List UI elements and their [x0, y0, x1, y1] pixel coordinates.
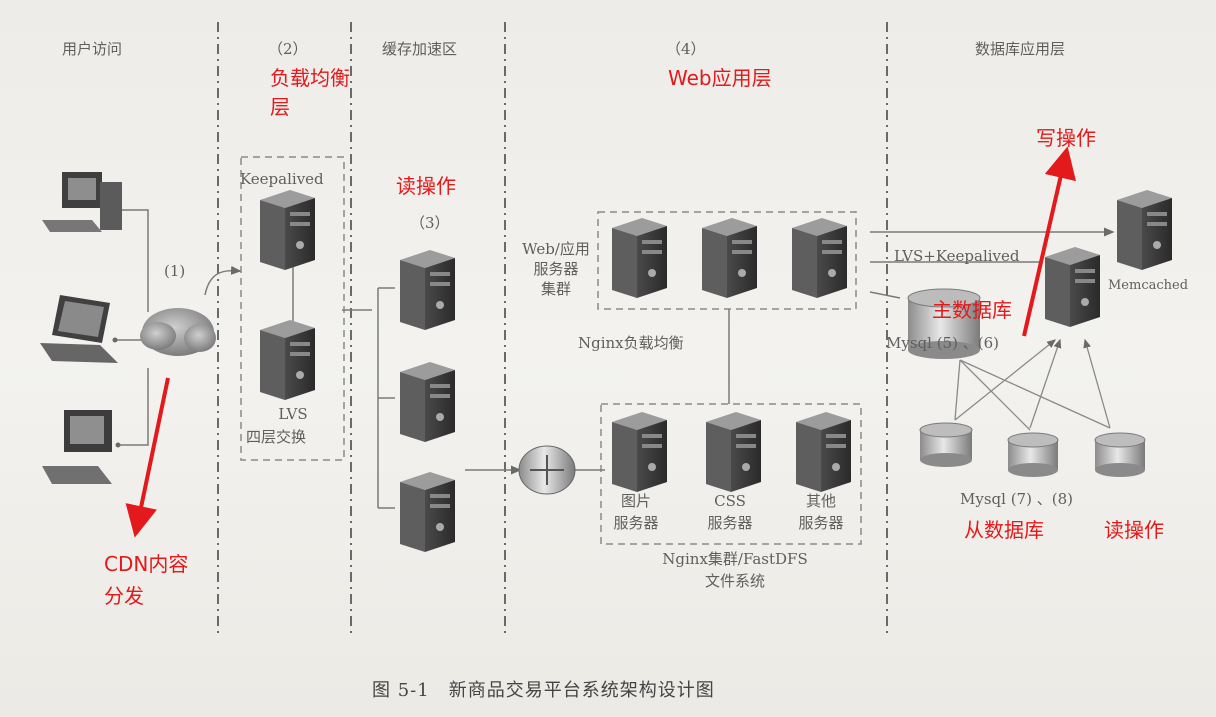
lvs-keepalived-label: LVS+Keepalived [894, 247, 1020, 265]
other-server-icon [796, 412, 851, 492]
cdn-annotation-2: 分发 [104, 584, 144, 608]
laptop-icon [40, 295, 118, 363]
cdn-red-arrow [125, 377, 170, 538]
image-server-icon [612, 412, 667, 492]
image-server-line-1: 图片 [620, 492, 651, 510]
memcached-label: Memcached [1108, 278, 1189, 293]
master-db-icon [907, 288, 981, 359]
slave-db-2-icon [1007, 432, 1059, 477]
css-server-line-1: CSS [714, 492, 746, 510]
memcached-node-icon [1045, 247, 1100, 327]
step-1-label: (1) [164, 262, 186, 280]
file-system-line-1: Nginx集群/FastDFS [662, 550, 808, 568]
cache-server-1-icon [400, 250, 455, 330]
nginx-lb-label: Nginx负载均衡 [578, 334, 684, 352]
other-server-line-1: 其他 [805, 492, 836, 510]
lvs-sub-label: 四层交换 [246, 428, 307, 446]
web-layer-annotation: Web应用层 [668, 66, 772, 90]
web-server-3-icon [792, 218, 847, 298]
lvs-server-icon [260, 320, 315, 400]
read-op-bottom-annotation: 读操作 [1104, 518, 1164, 542]
file-switch-icon [518, 445, 576, 495]
lvs-label: LVS [278, 405, 308, 423]
keepalived-server-icon [260, 190, 315, 270]
file-system-line-2: 文件系统 [704, 572, 765, 590]
web-cluster-line-1: Web/应用 [522, 240, 590, 258]
slave-db-annotation: 从数据库 [964, 518, 1044, 542]
lb-layer-annotation-1: 负载均衡 [270, 66, 350, 90]
slave-db-1-icon [919, 422, 973, 467]
column-user-access: 用户访问 [62, 40, 123, 58]
cache-server-3-icon [400, 472, 455, 552]
write-red-arrow [1022, 146, 1077, 337]
column-web-number: （4） [666, 40, 706, 58]
css-server-line-2: 服务器 [707, 514, 753, 532]
write-op-annotation: 写操作 [1036, 126, 1096, 150]
other-server-line-2: 服务器 [798, 514, 844, 532]
column-db: 数据库应用层 [975, 40, 1066, 58]
column-lb-number: （2） [268, 40, 308, 58]
memcached-server-icon [1117, 190, 1172, 270]
keepalived-label: Keepalived [240, 170, 324, 188]
master-db-annotation: 主数据库 [932, 298, 1012, 322]
image-server-line-2: 服务器 [613, 514, 659, 532]
mysql-master-label: Mysql (5) 、(6) [886, 334, 999, 352]
desktop-pc-icon [42, 172, 122, 232]
cdn-annotation-1: CDN内容 [104, 552, 189, 576]
mysql-slave-label: Mysql (7) 、(8) [960, 490, 1073, 508]
css-server-icon [706, 412, 761, 492]
web-server-2-icon [702, 218, 757, 298]
internet-cloud-icon [140, 308, 216, 356]
lb-layer-annotation-2: 层 [270, 95, 290, 119]
web-cluster-line-3: 集群 [540, 280, 571, 298]
web-server-1-icon [612, 218, 667, 298]
web-cluster-line-2: 服务器 [533, 260, 579, 278]
cache-server-2-icon [400, 362, 455, 442]
column-cache: 缓存加速区 [382, 40, 458, 58]
figure-caption: 图 5-1 新商品交易平台系统架构设计图 [372, 680, 715, 701]
workstation-icon [42, 410, 112, 484]
step-3-label: （3） [410, 214, 450, 232]
read-op-top-annotation: 读操作 [396, 174, 456, 198]
slave-db-3-icon [1094, 432, 1146, 477]
